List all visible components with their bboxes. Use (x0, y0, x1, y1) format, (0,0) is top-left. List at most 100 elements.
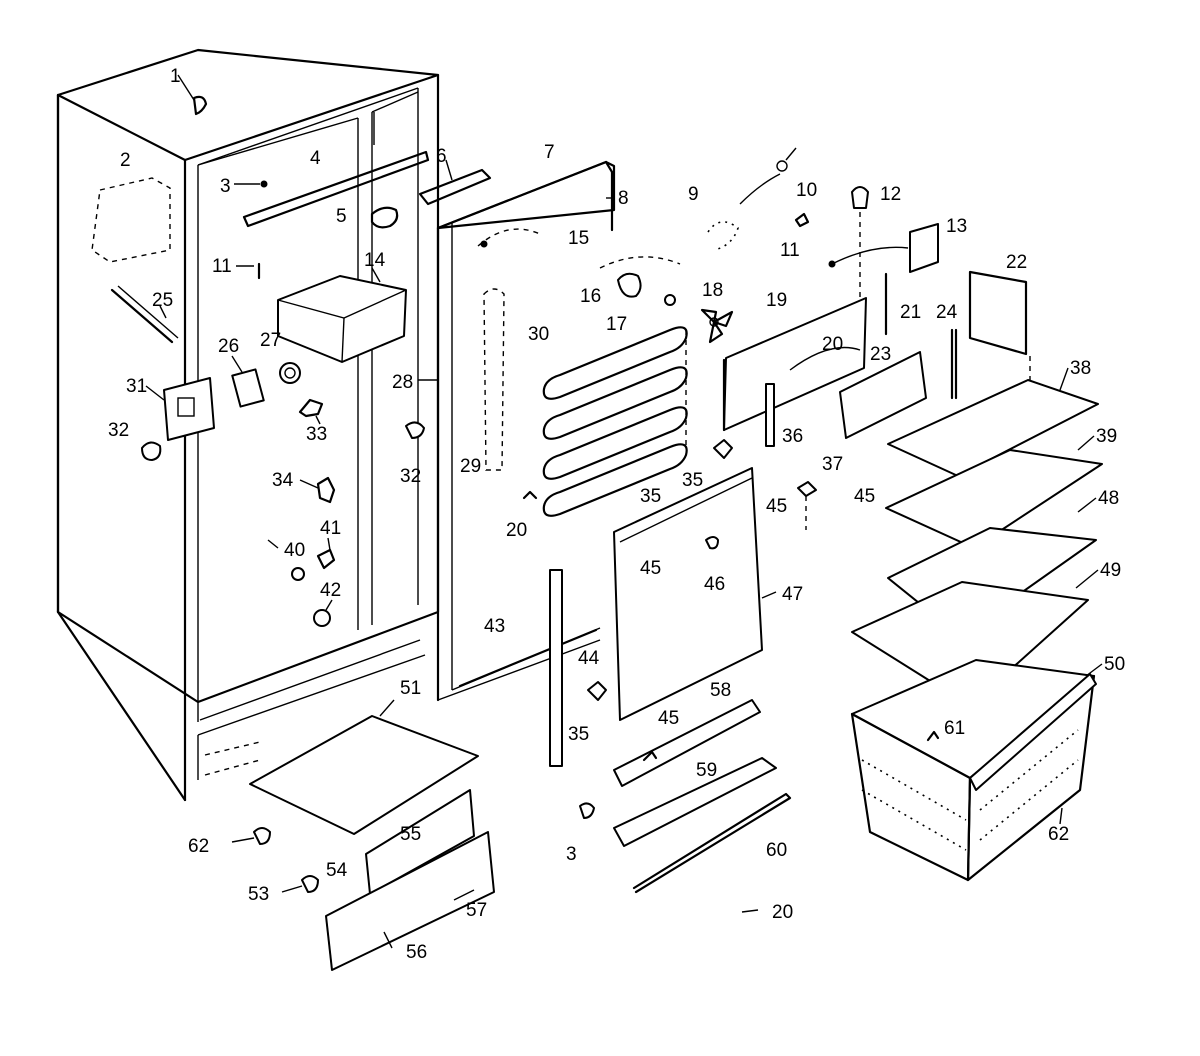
callout-27: 27 (260, 330, 281, 351)
part-44-vertical-trim (549, 569, 563, 767)
callout-43: 43 (484, 616, 505, 637)
part-13-bracket (828, 223, 939, 273)
callout-40: 40 (284, 540, 305, 561)
callout-57: 57 (466, 900, 487, 921)
callout-39: 39 (1096, 426, 1117, 447)
callout-3-lower: 3 (566, 844, 577, 865)
part-3-lower-screw (579, 802, 595, 819)
callout-5: 5 (336, 206, 347, 227)
callout-2: 2 (120, 150, 131, 171)
callout-24: 24 (936, 302, 958, 323)
part-29-drain-tube (483, 288, 505, 471)
callout-20-bottom: 20 (772, 902, 793, 923)
lower-cabinet-base (197, 735, 261, 780)
part-26-thermostat-bracket (231, 355, 265, 408)
callout-3: 3 (220, 176, 231, 197)
callout-36: 36 (782, 426, 803, 447)
callout-41: 41 (320, 518, 341, 539)
callout-22: 22 (1006, 252, 1027, 273)
callout-35-mid: 35 (640, 486, 661, 507)
callout-51: 51 (400, 678, 421, 699)
callout-35-lower: 35 (568, 724, 589, 745)
callout-59: 59 (696, 760, 717, 781)
callout-14: 14 (364, 250, 386, 271)
part-30-evaporator-coil (542, 256, 688, 517)
part-11-pin (236, 262, 261, 280)
callout-45-lower: 45 (658, 708, 679, 729)
part-28-freezer-liner-panel (418, 160, 616, 702)
part-61-crisper-clip (926, 730, 940, 742)
part-1-top-hinge (177, 74, 208, 116)
callout-54: 54 (326, 860, 348, 881)
callout-58: 58 (710, 680, 731, 701)
callout-19: 19 (766, 290, 787, 311)
callout-56: 56 (406, 942, 427, 963)
part-12-light-bulb (851, 186, 869, 300)
callout-11-right: 11 (780, 240, 800, 261)
callout-33: 33 (306, 424, 327, 445)
callout-7: 7 (544, 142, 555, 163)
callout-30: 30 (528, 324, 549, 345)
callout-34: 34 (272, 470, 294, 491)
part-6-tube (418, 159, 492, 206)
part-25-wire-harness (110, 285, 179, 344)
part-14-dairy-bin (277, 267, 407, 363)
callout-11-left: 11 (212, 256, 232, 277)
part-45-screw-lower (642, 750, 658, 762)
callout-38: 38 (1070, 358, 1091, 379)
part-31-control-housing (145, 377, 215, 441)
callout-60: 60 (766, 840, 787, 861)
callout-18: 18 (702, 280, 723, 301)
part-2-insulation-panel (91, 177, 171, 263)
callout-28: 28 (392, 372, 413, 393)
callout-16: 16 (580, 286, 601, 307)
callout-8: 8 (618, 188, 629, 209)
callout-55: 55 (400, 824, 421, 845)
part-57-drawer-handle (325, 831, 495, 971)
callout-50: 50 (1104, 654, 1125, 675)
callout-61: 61 (944, 718, 965, 739)
callout-6: 6 (436, 146, 447, 167)
callout-31: 31 (126, 376, 147, 397)
part-24-rod (950, 328, 958, 400)
part-16-fan-motor (617, 272, 642, 298)
part-58-trim (613, 699, 761, 787)
part-32-right-socket (405, 421, 425, 439)
part-41-clip (316, 537, 336, 570)
part-42-lamp (313, 599, 333, 627)
part-33-damper (298, 398, 324, 425)
callout-46: 46 (704, 574, 725, 595)
part-5-clip (370, 206, 399, 229)
part-18-fan-blade (700, 308, 734, 344)
part-62-crisper-drawer (850, 659, 1096, 882)
part-46-knob (705, 536, 719, 550)
part-35-lower-clip (587, 681, 607, 701)
part-23-air-duct (839, 351, 927, 439)
part-51-bottom-shelf (249, 715, 479, 835)
part-54-drawer-front (365, 789, 475, 895)
part-15-wire-loop (477, 228, 541, 248)
part-47-lower-panel (613, 467, 763, 721)
callout-20-mid: 20 (506, 520, 527, 541)
part-35-clip-upper (713, 439, 733, 459)
part-9-fan-bracket (707, 173, 781, 251)
part-8-liner-edge (606, 170, 614, 232)
callout-26: 26 (218, 336, 239, 357)
callout-17: 17 (606, 314, 627, 335)
part-3-screw (234, 180, 268, 188)
callout-37: 37 (822, 454, 843, 475)
callout-62-left: 62 (188, 836, 209, 857)
part-20-screw-mid (522, 490, 538, 500)
callout-25: 25 (152, 290, 173, 311)
part-59-trim (613, 757, 777, 847)
callout-42: 42 (320, 580, 341, 601)
leader-lines (231, 367, 1103, 949)
callout-45-upper: 45 (766, 496, 787, 517)
part-19-fan-cover (722, 297, 867, 432)
callout-labels: 1 2 3 4 5 6 7 8 9 10 11 11 12 13 14 15 1… (108, 66, 1125, 963)
callout-49: 49 (1100, 560, 1121, 581)
callout-1: 1 (170, 66, 181, 87)
callout-9: 9 (688, 184, 699, 205)
part-62-left-roller (253, 827, 271, 845)
